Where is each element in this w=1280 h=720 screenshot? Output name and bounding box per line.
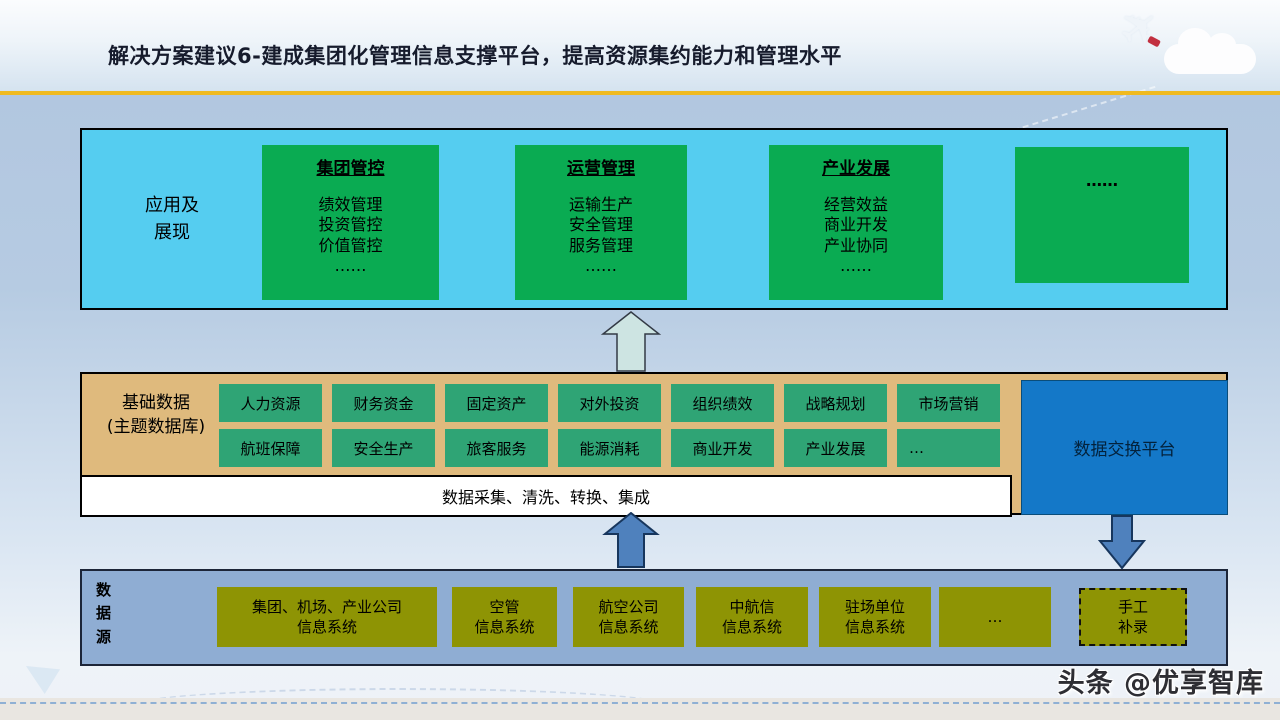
- app-card-more: ……: [1015, 147, 1189, 283]
- manual-entry-box: 手工 补录: [1079, 588, 1187, 646]
- topic-cell-ellipsis: …: [897, 429, 1000, 467]
- ellipsis-text: ……: [1086, 171, 1118, 190]
- topic-cell: 能源消耗: [558, 429, 661, 467]
- source-system-box: 集团、机场、产业公司 信息系统: [217, 587, 437, 647]
- data-flow-down-arrow: [1098, 515, 1146, 570]
- application-layer-label: 应用及 展现: [145, 195, 199, 243]
- topic-cell: 财务资金: [332, 384, 435, 422]
- decorative-triangle: [26, 666, 60, 694]
- bottom-strip: [0, 698, 1280, 720]
- app-card-operations: 运营管理 运输生产 安全管理 服务管理 ……: [515, 145, 687, 300]
- application-layer-section: 应用及 展现 集团管控 绩效管理 投资管控 价值管控 …… 运营管理 运输生产 …: [80, 128, 1228, 310]
- base-data-layer-section: 基础数据 (主题数据库) 人力资源 财务资金 固定资产 对外投资 组织绩效 战略…: [80, 372, 1228, 517]
- topic-cell: 人力资源: [219, 384, 322, 422]
- app-card-items: 绩效管理 投资管控 价值管控 ……: [318, 195, 383, 276]
- topic-cell: 战略规划: [784, 384, 887, 422]
- data-exchange-platform-box: 数据交换平台: [1021, 380, 1228, 515]
- bottom-dashed-line: [0, 702, 1280, 704]
- topic-cell: 商业开发: [671, 429, 774, 467]
- app-card-industry-development: 产业发展 经营效益 商业开发 产业协同 ……: [769, 145, 943, 300]
- app-card-group-control: 集团管控 绩效管理 投资管控 价值管控 ……: [262, 145, 439, 300]
- data-source-layer-label: 数据源: [96, 581, 112, 646]
- topic-cell: 对外投资: [558, 384, 661, 422]
- app-card-items: 运输生产 安全管理 服务管理 ……: [568, 195, 633, 276]
- app-card-items: 经营效益 商业开发 产业协同 ……: [823, 195, 888, 276]
- topic-cell: 安全生产: [332, 429, 435, 467]
- app-card-title: 运营管理: [567, 159, 635, 179]
- app-card-title: 产业发展: [822, 159, 890, 179]
- topic-cell: 组织绩效: [671, 384, 774, 422]
- decorative-dashed-curve: [120, 688, 680, 720]
- source-system-box: 驻场单位 信息系统: [819, 587, 931, 647]
- source-system-box: 空管 信息系统: [452, 587, 557, 647]
- header: 解决方案建议6-建成集团化管理信息支撑平台，提高资源集约能力和管理水平: [0, 0, 1280, 91]
- data-source-layer-section: 数据源 集团、机场、产业公司 信息系统 空管 信息系统 航空公司 信息系统 中航…: [80, 569, 1228, 666]
- source-ellipsis-box: …: [939, 587, 1051, 647]
- app-card-title: 集团管控: [316, 159, 385, 179]
- source-system-box: 航空公司 信息系统: [573, 587, 684, 647]
- page-title: 解决方案建议6-建成集团化管理信息支撑平台，提高资源集约能力和管理水平: [108, 44, 842, 68]
- source-system-box: 中航信 信息系统: [696, 587, 808, 647]
- topic-cell: 市场营销: [897, 384, 1000, 422]
- topic-cell: 产业发展: [784, 429, 887, 467]
- topic-cell: 航班保障: [219, 429, 322, 467]
- up-arrow-icon: [600, 311, 662, 372]
- topic-cell: 固定资产: [445, 384, 548, 422]
- topic-cell: 旅客服务: [445, 429, 548, 467]
- data-flow-up-arrow: [602, 512, 660, 568]
- watermark-text: 头条 @优享智库: [1057, 668, 1264, 699]
- gold-divider: [0, 91, 1280, 95]
- base-data-layer-label: 基础数据 (主题数据库): [106, 393, 206, 437]
- etl-process-bar: 数据采集、清洗、转换、集成: [80, 475, 1012, 517]
